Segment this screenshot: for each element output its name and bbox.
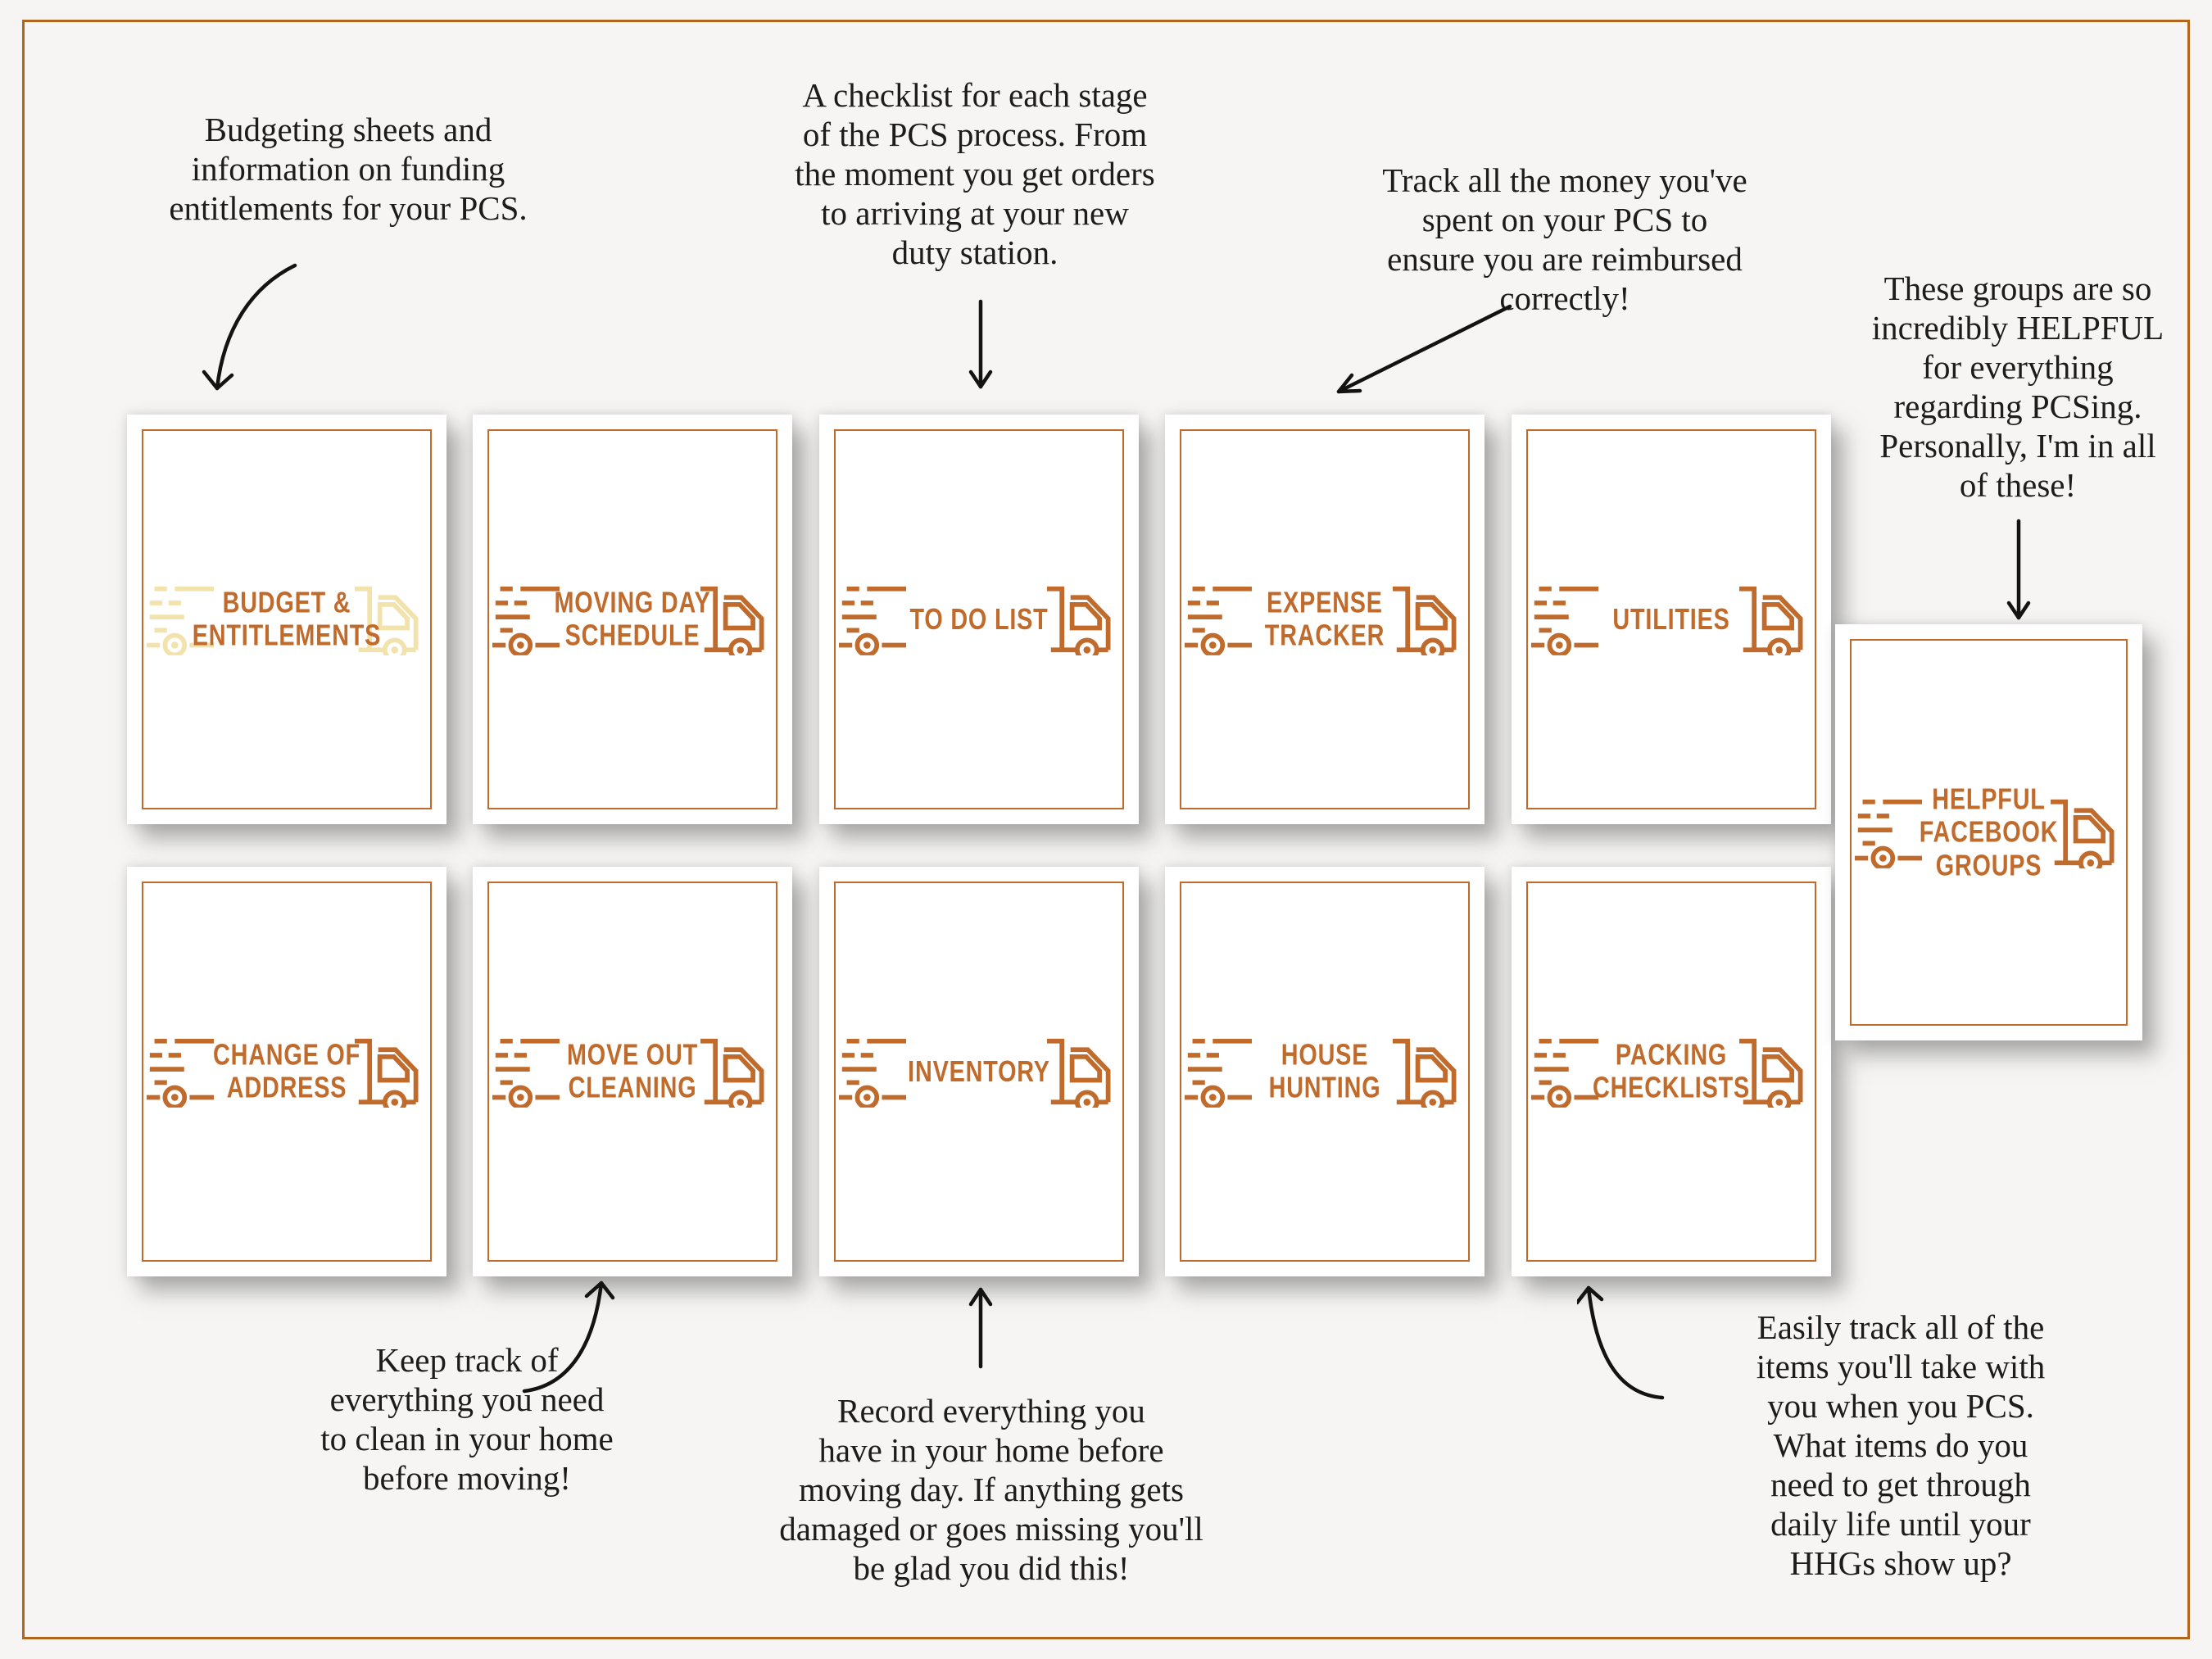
annotation-expense: Track all the money you've spent on your… [1382, 161, 1747, 317]
card-inner-border [834, 429, 1124, 809]
page-border-frame [22, 20, 2190, 1639]
card-change-of-address: CHANGE OF ADDRESS [127, 867, 446, 1276]
card-moving-day-schedule: MOVING DAY SCHEDULE [473, 415, 792, 824]
annotation-budget: Budgeting sheets and information on fund… [169, 111, 528, 227]
card-inner-border [487, 429, 777, 809]
down-arrow-to-todo-card [968, 299, 993, 389]
card-inner-border [1526, 882, 1816, 1262]
annotation-inventory: Record everything you have in your home … [779, 1392, 1203, 1587]
card-title: MOVE OUT CLEANING [566, 1037, 698, 1104]
card-title: INVENTORY [908, 1054, 1050, 1088]
card-title: MOVING DAY SCHEDULE [554, 585, 711, 652]
annotation-facebook: These groups are so incredibly HELPFUL f… [1871, 270, 2164, 504]
card-title: TO DO LIST [909, 601, 1049, 636]
card-inner-border [1526, 429, 1816, 809]
diagonal-arrow-to-expense-card [1336, 304, 1512, 394]
down-arrow-to-facebook-card [2006, 519, 2031, 620]
card-inner-border [1180, 882, 1470, 1262]
card-inner-border [142, 429, 432, 809]
card-title: HOUSE HUNTING [1268, 1037, 1381, 1104]
card-inner-border [142, 882, 432, 1262]
annotation-packing: Easily track all of the items you'll tak… [1756, 1308, 2046, 1582]
card-inner-border [834, 882, 1124, 1262]
curved-arrow-to-budget-card [202, 263, 297, 391]
card-utilities: UTILITIES [1512, 415, 1831, 824]
card-expense-tracker: EXPENSE TRACKER [1165, 415, 1484, 824]
annotation-cleaning: Keep track of everything you need to cle… [320, 1341, 614, 1497]
card-title: UTILITIES [1612, 601, 1730, 636]
card-title: HELPFUL FACEBOOK GROUPS [1919, 782, 2059, 882]
card-title: PACKING CHECKLISTS [1592, 1037, 1750, 1104]
card-inner-border [487, 882, 777, 1262]
card-inner-border [1180, 429, 1470, 809]
card-title: BUDGET & ENTITLEMENTS [192, 585, 382, 652]
annotation-todo: A checklist for each stage of the PCS pr… [795, 76, 1155, 271]
curved-arrow-to-packing-card [1577, 1285, 1665, 1400]
card-inventory: INVENTORY [819, 867, 1139, 1276]
card-house-hunting: HOUSE HUNTING [1165, 867, 1484, 1276]
card-title: CHANGE OF ADDRESS [213, 1037, 360, 1104]
up-arrow-to-inventory-card [968, 1287, 993, 1369]
card-packing-checklists: PACKING CHECKLISTS [1512, 867, 1831, 1276]
card-inner-border [1850, 639, 2128, 1026]
card-to-do-list: TO DO LIST [819, 415, 1139, 824]
card-move-out-cleaning: MOVE OUT CLEANING [473, 867, 792, 1276]
card-budget-entitlements: BUDGET & ENTITLEMENTS [127, 415, 446, 824]
curved-arrow-to-cleaning-card [522, 1281, 615, 1394]
card-helpful-facebook-groups: HELPFUL FACEBOOK GROUPS [1835, 624, 2142, 1040]
card-title: EXPENSE TRACKER [1264, 585, 1385, 652]
